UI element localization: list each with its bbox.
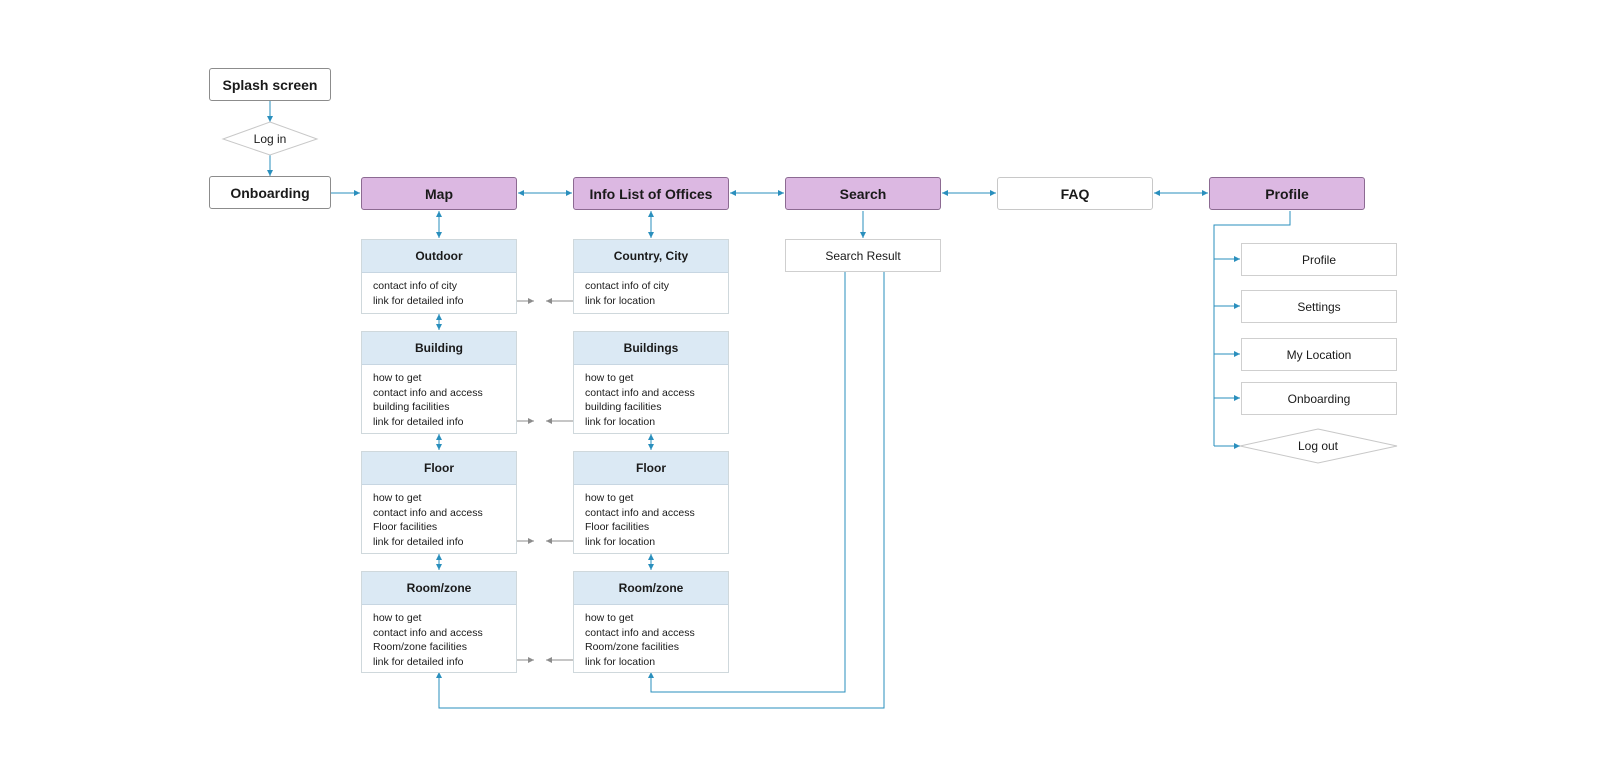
card-title: Buildings <box>574 332 728 365</box>
map-card-building: Building how to get contact info and acc… <box>361 331 517 434</box>
menu-profile: Profile <box>1241 243 1397 276</box>
card-title: Room/zone <box>362 572 516 605</box>
card-line: link for location <box>585 415 656 428</box>
card-line: contact info and access <box>585 386 695 399</box>
card-line: contact info of city <box>585 280 670 292</box>
map-card-floor: Floor how to get contact info and access… <box>361 451 517 554</box>
map-card-room-zone: Room/zone how to get contact info and ac… <box>361 571 517 673</box>
card-line: contact info of city <box>373 280 458 292</box>
splash-screen-node: Splash screen <box>209 68 331 101</box>
menu-log-out: Log out <box>1297 439 1339 453</box>
card-line: contact info and access <box>585 626 695 639</box>
info-card-room-zone: Room/zone how to get contact info and ac… <box>573 571 729 673</box>
card-line: link for detailed info <box>373 655 464 668</box>
card-title: Building <box>362 332 516 365</box>
card-line: building facilities <box>585 401 662 413</box>
card-line: link for location <box>585 294 656 307</box>
card-line: Room/zone facilities <box>373 641 467 653</box>
card-line: link for location <box>585 655 656 668</box>
card-title: Floor <box>362 452 516 485</box>
card-line: Floor facilities <box>373 521 438 533</box>
card-title: Room/zone <box>574 572 728 605</box>
card-line: how to get <box>585 612 634 624</box>
card-line: how to get <box>373 612 422 624</box>
card-line: link for detailed info <box>373 415 464 428</box>
info-card-floor: Floor how to get contact info and access… <box>573 451 729 554</box>
card-line: how to get <box>373 372 422 384</box>
menu-onboarding: Onboarding <box>1241 382 1397 415</box>
card-line: link for detailed info <box>373 535 464 548</box>
search-node: Search <box>785 177 941 210</box>
card-line: Floor facilities <box>585 521 650 533</box>
card-line: how to get <box>585 492 634 504</box>
card-title: Floor <box>574 452 728 485</box>
card-line: building facilities <box>373 401 450 413</box>
login-label: Log in <box>253 132 287 146</box>
card-line: contact info and access <box>373 386 483 399</box>
info-list-node: Info List of Offices <box>573 177 729 210</box>
card-line: link for location <box>585 535 656 548</box>
search-result-node: Search Result <box>785 239 941 272</box>
menu-settings: Settings <box>1241 290 1397 323</box>
map-node: Map <box>361 177 517 210</box>
onboarding-node: Onboarding <box>209 176 331 209</box>
info-card-country-city: Country, City contact info of city link … <box>573 239 729 314</box>
card-line: Room/zone facilities <box>585 641 679 653</box>
card-title: Country, City <box>574 240 728 273</box>
faq-node: FAQ <box>997 177 1153 210</box>
card-line: how to get <box>373 492 422 504</box>
card-line: how to get <box>585 372 634 384</box>
card-line: contact info and access <box>373 626 483 639</box>
card-title: Outdoor <box>362 240 516 273</box>
menu-my-location: My Location <box>1241 338 1397 371</box>
card-line: contact info and access <box>585 506 695 519</box>
card-line: contact info and access <box>373 506 483 519</box>
card-line: link for detailed info <box>373 294 464 307</box>
map-card-outdoor: Outdoor contact info of city link for de… <box>361 239 517 314</box>
profile-node: Profile <box>1209 177 1365 210</box>
info-card-buildings: Buildings how to get contact info and ac… <box>573 331 729 434</box>
